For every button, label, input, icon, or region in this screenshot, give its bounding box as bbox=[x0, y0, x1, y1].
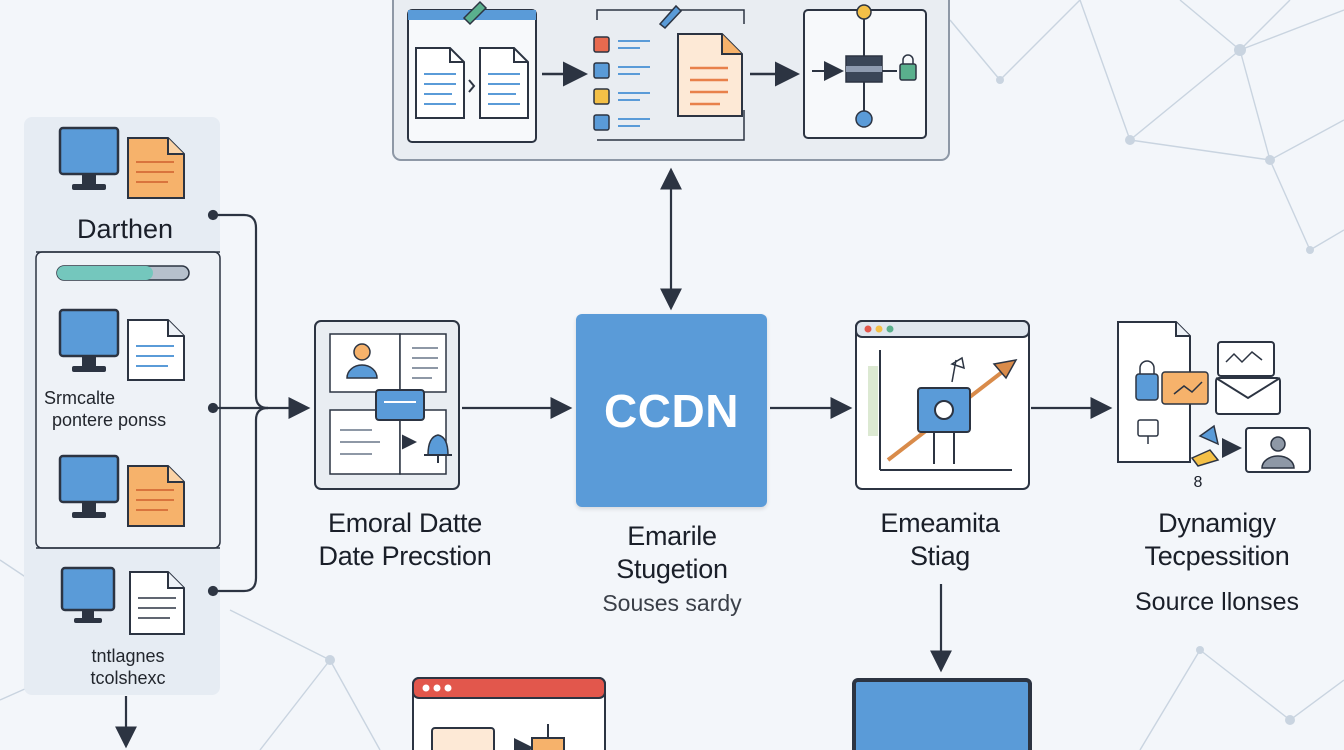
bracket-top bbox=[213, 213, 269, 410]
dynamigy-small-mark: 8 bbox=[1193, 474, 1203, 491]
top-workflow-panel bbox=[392, 0, 950, 161]
dynamigy-stage-subtitle: Source llonses bbox=[1135, 588, 1299, 616]
top-subpanel-checklist bbox=[593, 4, 745, 141]
progress-bar-fill bbox=[57, 266, 153, 280]
dynamigy-stage-title: Dynamigy Tecpessition bbox=[1100, 507, 1334, 573]
card-icon bbox=[375, 389, 425, 421]
emoral-stage-title: Emoral Datte Date Precstion bbox=[270, 507, 540, 573]
ccdn-title-line1: Emarile bbox=[627, 521, 717, 551]
monitor-icon bbox=[58, 308, 120, 372]
document-orange-icon bbox=[127, 137, 185, 199]
checkbox-icon bbox=[593, 88, 610, 105]
emeamita-title-line2: Stiag bbox=[909, 541, 971, 571]
monitor-icon bbox=[58, 126, 120, 190]
monitor-icon bbox=[60, 566, 116, 623]
bracket-bottom bbox=[213, 406, 269, 593]
emeamita-stage-panel bbox=[855, 320, 1030, 490]
emoral-title-line1: Emoral Datte bbox=[328, 508, 482, 538]
emoral-stage-panel bbox=[314, 320, 460, 490]
ccdn-title-line2: Stugetion bbox=[616, 554, 728, 584]
top-subpanel-flowchart bbox=[803, 4, 927, 139]
left-bottom-label-line2: tcolshexc bbox=[90, 668, 166, 688]
bottom-red-window bbox=[412, 677, 606, 750]
dynamigy-title-line1: Dynamigy bbox=[1158, 508, 1276, 538]
document-icon bbox=[127, 319, 185, 381]
document-orange-icon bbox=[127, 465, 185, 527]
lock-icon bbox=[899, 63, 917, 81]
checkbox-icon bbox=[593, 62, 610, 79]
checkbox-icon bbox=[593, 36, 610, 53]
pen-icon bbox=[658, 4, 683, 30]
pencil-icon bbox=[462, 0, 488, 26]
left-mid-label-line1: Srmcalte bbox=[44, 388, 116, 408]
lock-icon bbox=[1135, 373, 1159, 401]
ccdn-box-label: CCDN bbox=[604, 384, 739, 437]
left-mid-label-line2: pontere ponss bbox=[52, 410, 167, 430]
user-icon bbox=[346, 343, 378, 379]
left-top-label: Darthen bbox=[76, 214, 174, 244]
dynamigy-stage-panel bbox=[1117, 321, 1311, 473]
left-sources-panel bbox=[24, 117, 221, 695]
emeamita-title-line1: Emeamita bbox=[880, 508, 1000, 538]
left-mid-label: Srmcalte pontere ponss bbox=[36, 387, 216, 431]
emeamita-stage-title: Emeamita Stiag bbox=[840, 507, 1040, 573]
mail-icon bbox=[1161, 371, 1209, 405]
top-subpanel-documents bbox=[407, 0, 537, 143]
document-icon bbox=[129, 571, 185, 635]
ccdn-stage-title: Emarile Stugetion bbox=[560, 520, 784, 586]
ccdn-box: CCDN bbox=[576, 314, 767, 507]
left-bottom-label-line1: tntlagnes bbox=[91, 646, 165, 666]
ccdn-stage-subtitle: Souses sardy bbox=[602, 590, 742, 616]
checkbox-icon bbox=[593, 114, 610, 131]
dynamigy-title-line2: Tecpessition bbox=[1144, 541, 1290, 571]
monitor-icon bbox=[58, 454, 120, 518]
bottom-monitor-window bbox=[852, 678, 1032, 750]
bell-icon bbox=[424, 434, 452, 463]
left-bottom-label: tntlagnes tcolshexc bbox=[36, 645, 220, 689]
emoral-title-line2: Date Precstion bbox=[318, 541, 492, 571]
